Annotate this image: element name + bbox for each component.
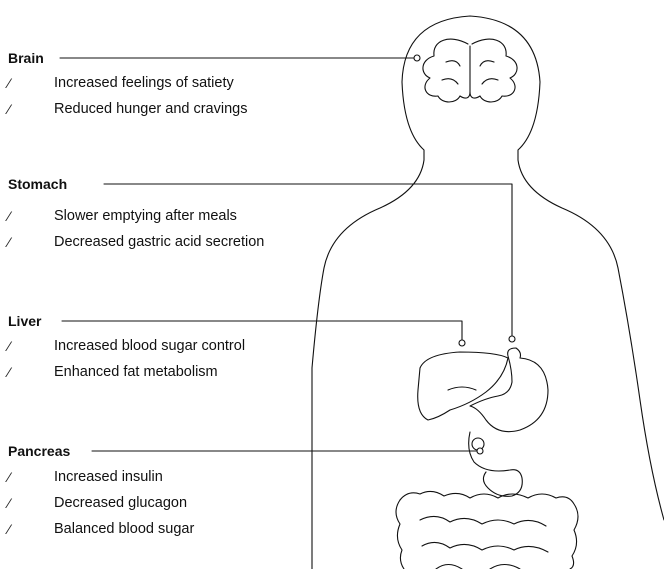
bullet-slash-icon: ⁄: [8, 520, 22, 538]
organ-title-stomach: Stomach: [8, 176, 67, 192]
bullet-slash-icon: ⁄: [8, 100, 22, 118]
effect-text: Decreased gastric acid secretion: [54, 233, 264, 251]
organ-title-liver: Liver: [8, 313, 41, 329]
organ-title-pancreas: Pancreas: [8, 443, 70, 459]
effect-text: Increased blood sugar control: [54, 337, 245, 355]
body-outline: [312, 16, 664, 569]
effect-text: Enhanced fat metabolism: [54, 363, 218, 381]
stomach-icon: [470, 348, 548, 432]
effect-text: Increased insulin: [54, 468, 163, 486]
bullet-slash-icon: ⁄: [8, 468, 22, 486]
bullet-slash-icon: ⁄: [8, 337, 22, 355]
organ-title-brain: Brain: [8, 50, 44, 66]
liver-icon: [418, 352, 508, 420]
effect-text: Slower emptying after meals: [54, 207, 237, 225]
bullet-slash-icon: ⁄: [8, 233, 22, 251]
pancreas-icon: [469, 432, 523, 496]
bullet-slash-icon: ⁄: [8, 207, 22, 225]
bullet-slash-icon: ⁄: [8, 363, 22, 381]
effect-text: Balanced blood sugar: [54, 520, 194, 538]
effect-text: Increased feelings of satiety: [54, 74, 234, 92]
intestines-icon: [396, 491, 578, 569]
brain-icon: [423, 39, 517, 102]
effect-text: Reduced hunger and cravings: [54, 100, 247, 118]
bullet-slash-icon: ⁄: [8, 494, 22, 512]
effect-text: Decreased glucagon: [54, 494, 187, 512]
bullet-slash-icon: ⁄: [8, 74, 22, 92]
